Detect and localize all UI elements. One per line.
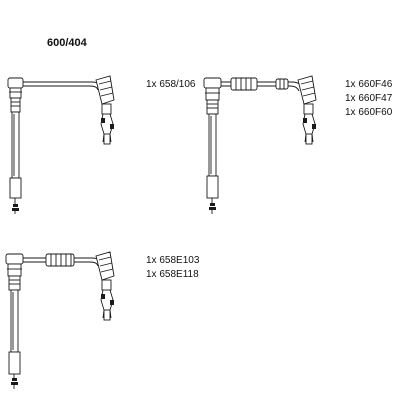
cable-sleeve	[230, 77, 289, 91]
angled-boot	[297, 75, 317, 145]
part-list-1: 1x 658/106	[146, 78, 196, 92]
part-entry: 1x 658/106	[146, 79, 196, 90]
set-number-title: 600/404	[47, 37, 87, 49]
ignition-lead-3	[5, 251, 115, 389]
ignition-lead-1	[7, 75, 115, 214]
part-entry: 1x 660F60	[345, 107, 393, 118]
part-list-3: 1x 658E103 1x 658E118	[146, 254, 199, 282]
part-list-2: 1x 660F46 1x 660F47 1x 660F60	[345, 78, 392, 120]
cable-sleeve	[45, 253, 75, 267]
angled-boot	[95, 75, 115, 145]
ignition-lead-2	[203, 75, 317, 214]
angled-boot	[95, 251, 115, 321]
part-entry: 1x 658E103	[146, 255, 200, 266]
part-entry: 1x 660F47	[345, 93, 393, 104]
part-entry: 1x 658E118	[146, 269, 199, 280]
straight-boot	[7, 77, 24, 214]
straight-boot	[5, 253, 24, 389]
part-entry: 1x 660F46	[345, 79, 393, 90]
straight-boot	[203, 77, 222, 214]
